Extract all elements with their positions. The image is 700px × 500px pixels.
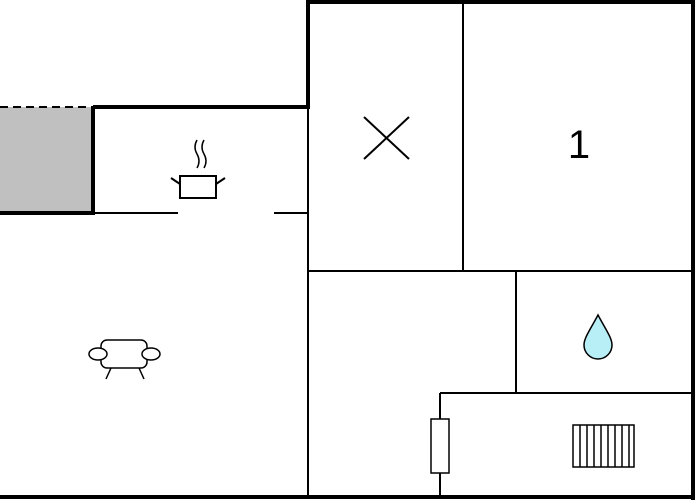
cross-mark-icon — [363, 116, 410, 160]
water-drop-icon — [583, 313, 613, 360]
cooking-pot-icon — [170, 139, 226, 199]
wall-radiator-icon — [430, 418, 450, 474]
interior-walls — [93, 2, 693, 497]
terrace-fill — [0, 107, 93, 213]
terrace-area — [0, 106, 95, 215]
radiator-icon — [572, 424, 635, 468]
bedroom-number-label: 1 — [568, 123, 590, 167]
sofa-icon — [88, 339, 161, 380]
